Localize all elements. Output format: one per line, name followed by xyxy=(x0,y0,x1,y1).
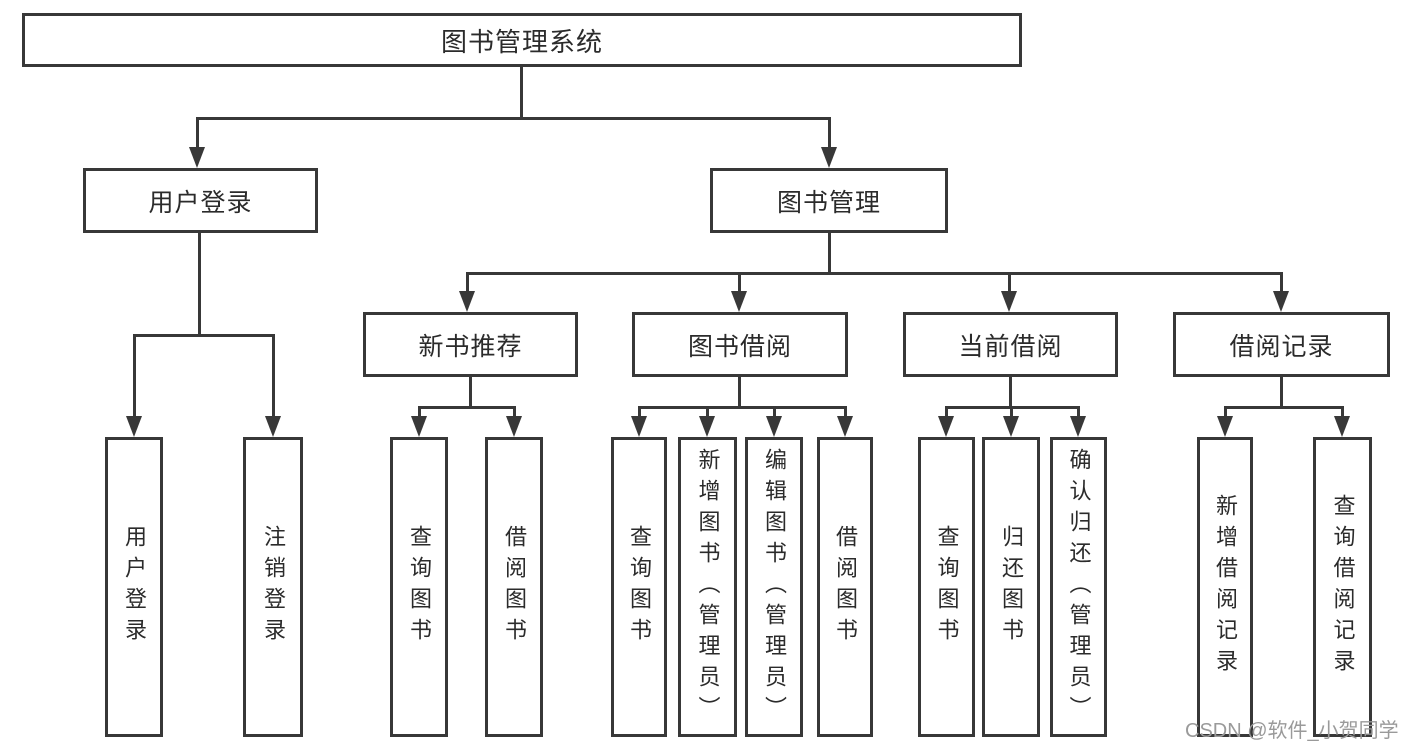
connector-bb-drop-1 xyxy=(638,406,641,418)
arrow-leaf-logout xyxy=(265,416,281,437)
connector-bb-drop-3 xyxy=(773,406,776,418)
connector-nbr-trunk xyxy=(469,377,472,409)
arrow-cb-leaf-1 xyxy=(938,416,954,437)
connector-bb-trunk xyxy=(738,377,741,409)
leaf-confirm-return-admin-label: 确认归还（管理员） xyxy=(1066,447,1092,727)
leaf-borrow-books-label: 借阅图书 xyxy=(833,525,858,649)
connector-bb-drop-2 xyxy=(706,406,709,418)
arrow-br-leaf-1 xyxy=(1217,416,1233,437)
node-user-login: 用户登录 xyxy=(83,168,318,233)
connector-user-login-trunk xyxy=(198,233,201,337)
node-root-label: 图书管理系统 xyxy=(440,26,603,57)
leaf-edit-book-admin: 编辑图书（管理员） xyxy=(745,437,803,737)
leaf-user-login: 用户登录 xyxy=(105,437,163,737)
connector-br-crossbar xyxy=(1224,406,1344,409)
leaf-logout-label: 注销登录 xyxy=(261,525,286,649)
arrow-bb-leaf-2 xyxy=(699,416,715,437)
leaf-return-book: 归还图书 xyxy=(982,437,1040,737)
arrow-bb-leaf-1 xyxy=(631,416,647,437)
arrow-user-login xyxy=(189,147,205,168)
connector-bm-drop-3 xyxy=(1008,272,1011,293)
arrow-br-leaf-2 xyxy=(1334,416,1350,437)
arrow-book-management xyxy=(821,147,837,168)
node-borrow-records: 借阅记录 xyxy=(1173,312,1390,377)
connector-nbr-crossbar xyxy=(418,406,516,409)
leaf-add-book-admin: 新增图书（管理员） xyxy=(678,437,737,737)
connector-root-trunk xyxy=(520,67,523,119)
connector-cb-drop-3 xyxy=(1077,406,1080,418)
leaf-query-books-recommend-label: 查询图书 xyxy=(407,525,432,649)
node-new-book-recommend: 新书推荐 xyxy=(363,312,578,377)
connector-bm-drop-4 xyxy=(1280,272,1283,293)
leaf-query-borrow-record: 查询借阅记录 xyxy=(1313,437,1372,737)
leaf-logout: 注销登录 xyxy=(243,437,303,737)
connector-cb-trunk xyxy=(1009,377,1012,409)
arrow-bb-leaf-4 xyxy=(837,416,853,437)
connector-user-login-crossbar xyxy=(133,334,275,337)
node-root: 图书管理系统 xyxy=(22,13,1022,67)
leaf-confirm-return-admin: 确认归还（管理员） xyxy=(1050,437,1107,737)
leaf-query-books-recommend: 查询图书 xyxy=(390,437,448,737)
connector-br-trunk xyxy=(1280,377,1283,409)
connector-nbr-drop-1 xyxy=(418,406,421,418)
connector-nbr-drop-2 xyxy=(513,406,516,418)
connector-bm-drop-1 xyxy=(466,272,469,293)
connector-book-management-trunk xyxy=(828,233,831,275)
node-book-borrow-label: 图书借阅 xyxy=(687,332,792,361)
connector-bb-crossbar xyxy=(638,406,847,409)
leaf-query-books-borrow: 查询图书 xyxy=(611,437,667,737)
leaf-query-books-borrow-label: 查询图书 xyxy=(627,525,652,649)
watermark-text: CSDN @软件_小贺同学 xyxy=(1185,720,1399,742)
leaf-borrow-books-recommend: 借阅图书 xyxy=(485,437,543,737)
connector-bb-drop-4 xyxy=(844,406,847,418)
connector-br-drop-2 xyxy=(1341,406,1344,418)
leaf-edit-book-admin-label: 编辑图书（管理员） xyxy=(762,447,787,727)
arrow-current-borrow xyxy=(1001,291,1017,312)
leaf-add-book-admin-label: 新增图书（管理员） xyxy=(695,447,721,727)
node-book-borrow: 图书借阅 xyxy=(632,312,848,377)
connector-user-login-drop-1 xyxy=(133,334,136,418)
arrow-cb-leaf-2 xyxy=(1003,416,1019,437)
leaf-user-login-label: 用户登录 xyxy=(122,525,147,649)
node-new-book-recommend-label: 新书推荐 xyxy=(418,332,523,361)
node-current-borrow: 当前借阅 xyxy=(903,312,1118,377)
leaf-return-book-label: 归还图书 xyxy=(999,525,1024,649)
connector-user-login-drop-2 xyxy=(272,334,275,418)
connector-root-drop-left xyxy=(196,117,199,149)
arrow-new-book-recommend xyxy=(459,291,475,312)
leaf-borrow-books: 借阅图书 xyxy=(817,437,873,737)
arrow-cb-leaf-3 xyxy=(1070,416,1086,437)
arrow-leaf-user-login xyxy=(126,416,142,437)
connector-cb-drop-1 xyxy=(945,406,948,418)
arrow-nbr-leaf-2 xyxy=(506,416,522,437)
arrow-book-borrow xyxy=(731,291,747,312)
node-current-borrow-label: 当前借阅 xyxy=(958,332,1063,361)
arrow-borrow-records xyxy=(1273,291,1289,312)
node-borrow-records-label: 借阅记录 xyxy=(1229,332,1334,361)
node-book-management-label: 图书管理 xyxy=(776,188,881,217)
arrow-nbr-leaf-1 xyxy=(411,416,427,437)
leaf-query-borrow-record-label: 查询借阅记录 xyxy=(1330,494,1356,680)
connector-bm-drop-2 xyxy=(738,272,741,293)
connector-br-drop-1 xyxy=(1224,406,1227,418)
connector-root-crossbar xyxy=(196,117,831,120)
leaf-query-books-current-label: 查询图书 xyxy=(934,525,960,649)
node-book-management: 图书管理 xyxy=(710,168,948,233)
node-user-login-label: 用户登录 xyxy=(148,188,253,217)
connector-book-management-crossbar xyxy=(466,272,1283,275)
connector-root-drop-right xyxy=(828,117,831,149)
leaf-add-borrow-record: 新增借阅记录 xyxy=(1197,437,1253,737)
connector-cb-drop-2 xyxy=(1010,406,1013,418)
leaf-query-books-current: 查询图书 xyxy=(918,437,975,737)
leaf-borrow-books-recommend-label: 借阅图书 xyxy=(502,525,527,649)
arrow-bb-leaf-3 xyxy=(766,416,782,437)
leaf-add-borrow-record-label: 新增借阅记录 xyxy=(1213,494,1238,680)
